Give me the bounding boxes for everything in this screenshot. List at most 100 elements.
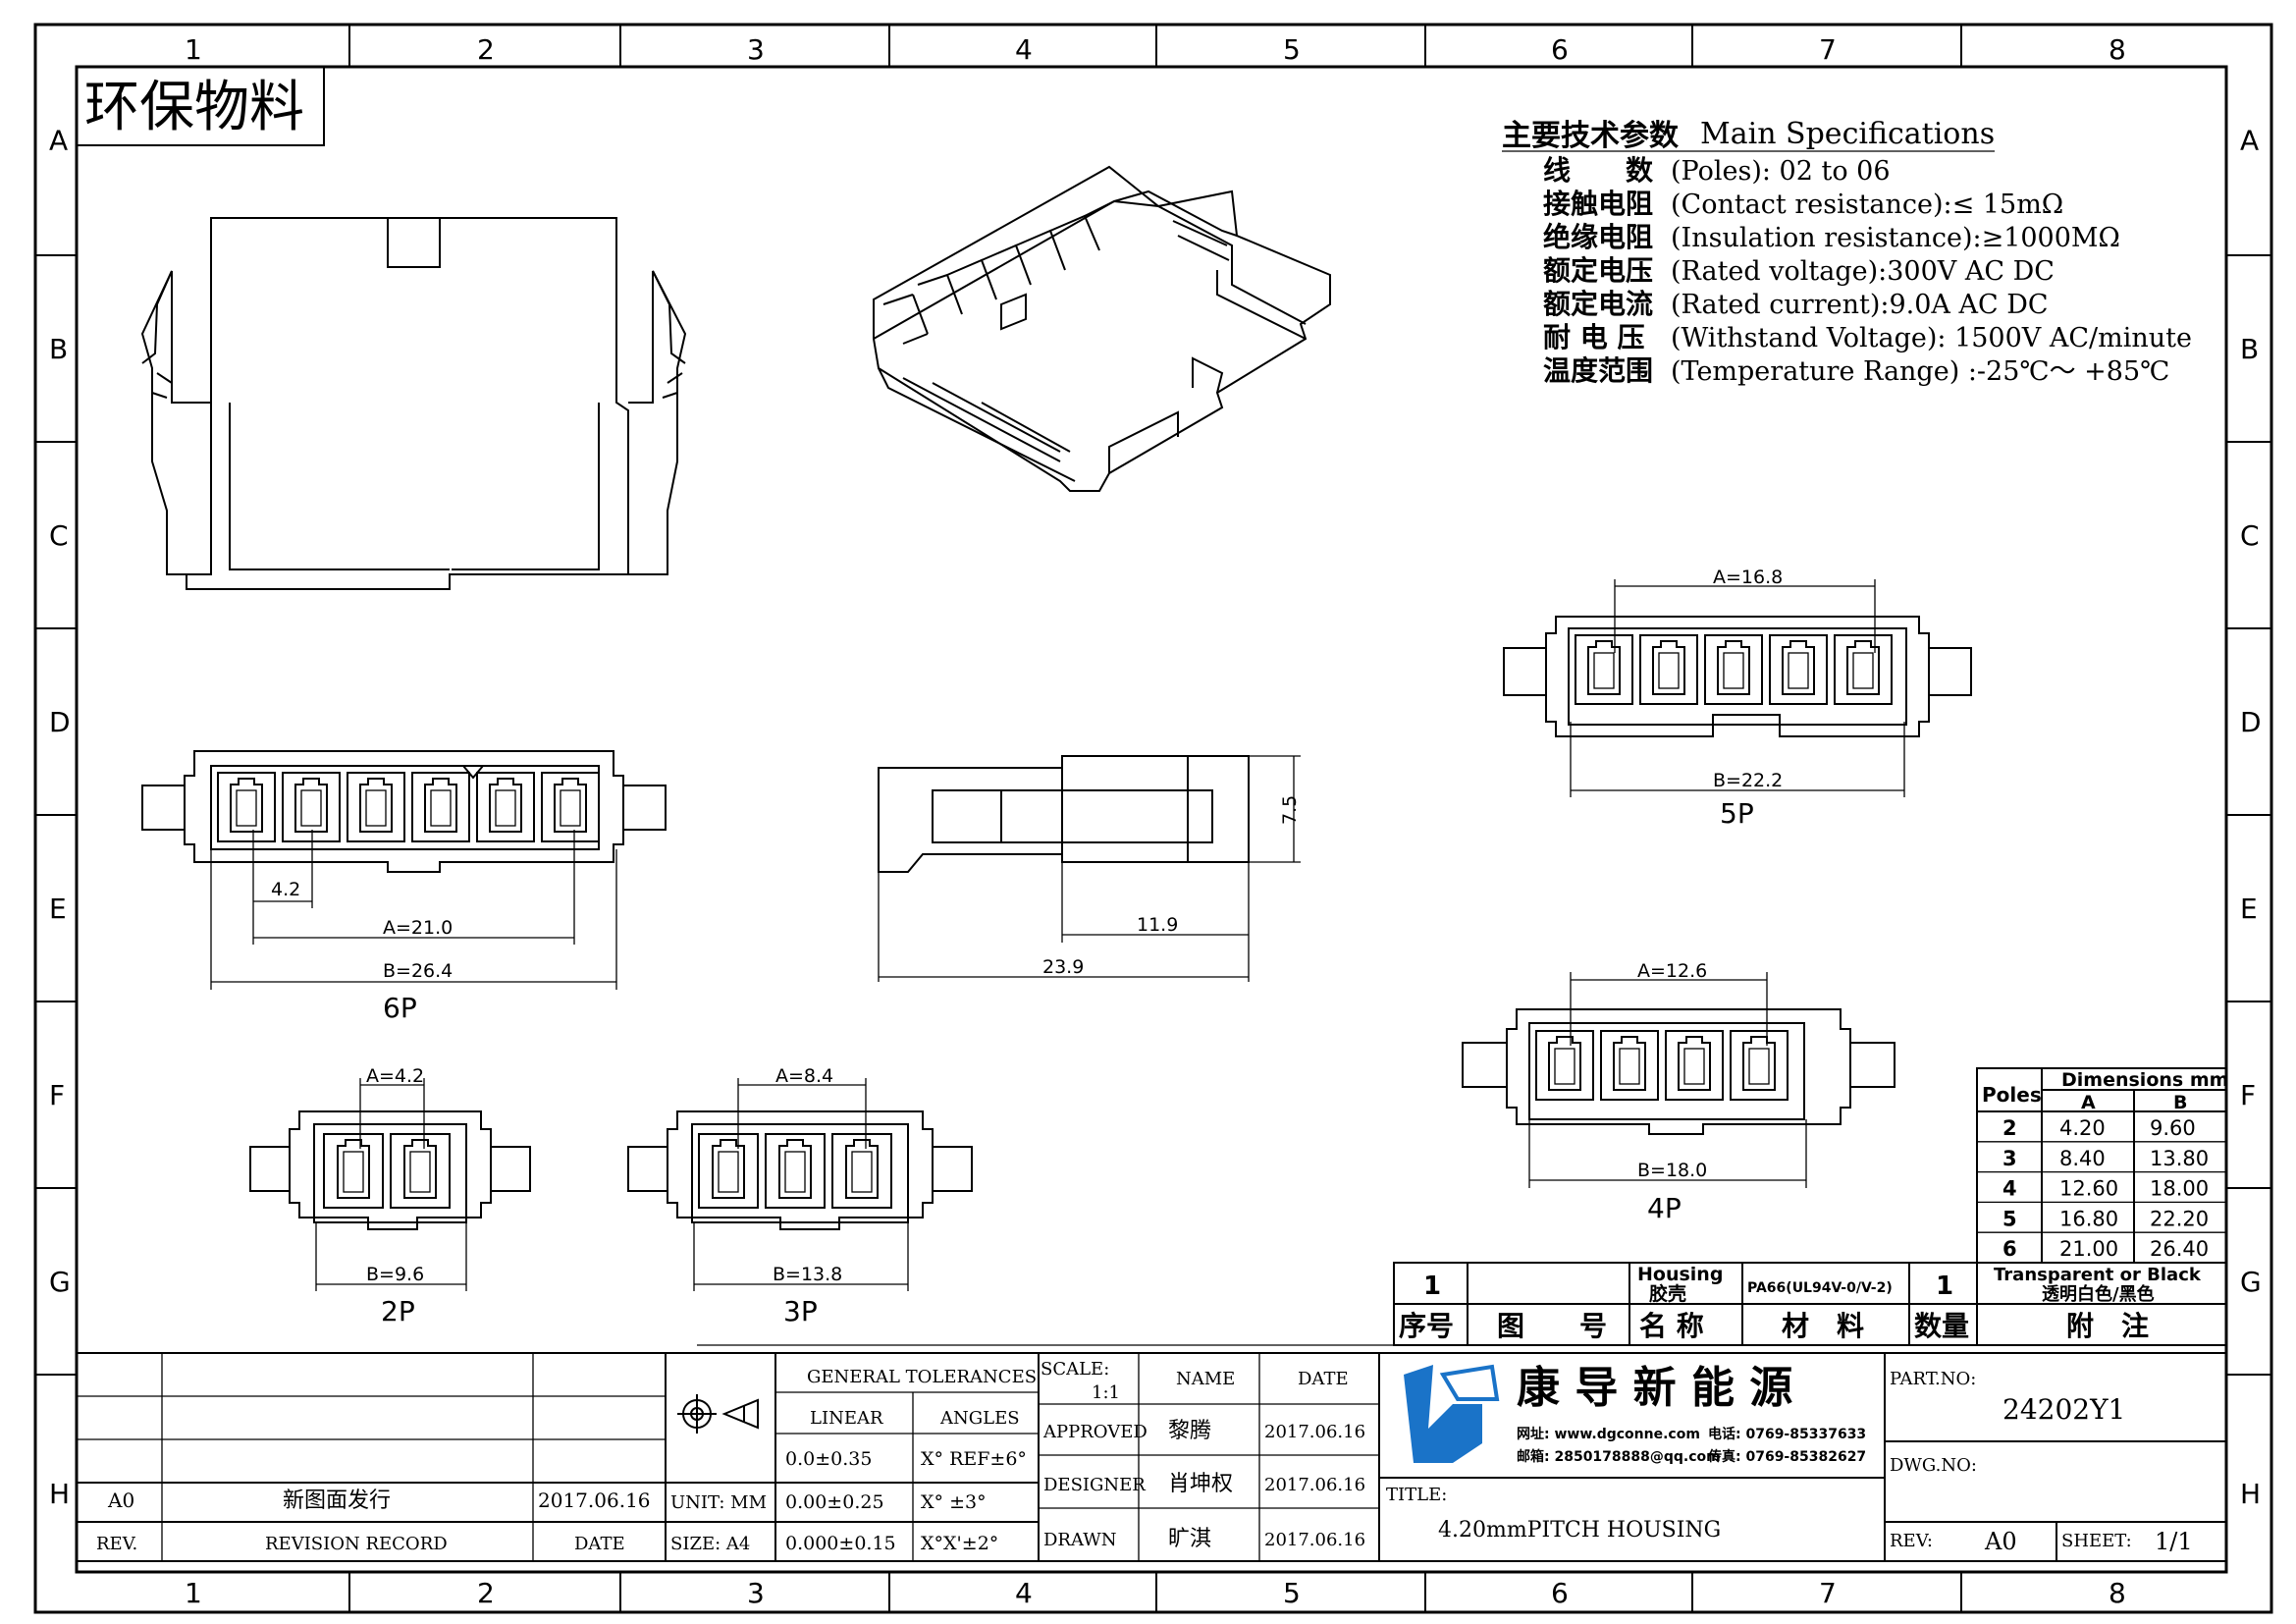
spec-value-en: (Rated current):9.0A AC DC <box>1671 290 2049 320</box>
cavity-inner <box>1723 652 1744 689</box>
title-value: 4.20mmPITCH HOUSING <box>1438 1518 1721 1543</box>
dimtable-b-cell: 9.60 <box>2150 1116 2196 1140</box>
date-header: DATE <box>574 1534 625 1554</box>
cavity-terminal <box>1652 640 1685 695</box>
frame-row-label: E <box>2240 893 2258 925</box>
spec-label-cn: 额定电流 <box>1543 288 1653 320</box>
dimtable-b-cell: 13.80 <box>2150 1147 2209 1170</box>
spec-value-en: (Withstand Voltage): 1500V AC/minute <box>1671 323 2192 353</box>
cavity-terminal <box>1613 1036 1646 1091</box>
dimtable-a-cell: 4.20 <box>2059 1116 2106 1140</box>
connector-6p-dims <box>210 830 617 990</box>
bom-name-en: Housing <box>1637 1264 1723 1285</box>
dim-side-len2: 23.9 <box>1042 956 1084 978</box>
specifications: 主要技术参数 Main Specifications 线 数(Poles): 0… <box>1502 117 2192 387</box>
connector-6p-drawing <box>141 750 667 873</box>
cavity-inner <box>495 789 516 827</box>
bom-header-note: 附 注 <box>2066 1310 2149 1342</box>
frame-col-label: 3 <box>747 1577 765 1609</box>
approval-role: APPROVED <box>1042 1422 1148 1442</box>
cavity-terminal <box>403 1139 437 1199</box>
dimtable-poles-cell: 5 <box>2002 1207 2017 1230</box>
cavity <box>1639 634 1698 705</box>
dimtable-poles-header: Poles <box>1982 1083 2042 1107</box>
title-label: TITLE: <box>1386 1485 1447 1505</box>
bom-header-drawing: 图 号 <box>1497 1310 1607 1342</box>
dim-5p-a: A=16.8 <box>1713 567 1783 588</box>
cavity-terminal <box>845 1139 879 1199</box>
frame-col-label: 1 <box>185 1577 202 1609</box>
spec-label-cn: 绝缘电阻 <box>1543 221 1653 253</box>
cavity-inner <box>851 1151 873 1193</box>
cavity-terminal <box>1587 640 1621 695</box>
cavity-inner <box>365 789 387 827</box>
outer-frame <box>33 23 2273 1614</box>
approval-name: 黎腾 <box>1168 1419 1211 1443</box>
spec-heading-cn: 主要技术参数 <box>1502 119 1680 153</box>
cavity-terminal <box>1678 1036 1711 1091</box>
bom-no: 1 <box>1423 1272 1441 1301</box>
part-no: 24202Y1 <box>2002 1393 2125 1426</box>
frame-row-label: F <box>49 1079 65 1111</box>
sheet-label: SHEET: <box>2061 1531 2132 1551</box>
frame-row-label: E <box>49 893 67 925</box>
frame-col-label: 7 <box>1819 33 1837 66</box>
dimtable-a-cell: 8.40 <box>2059 1147 2106 1170</box>
scale-value: 1:1 <box>1092 1382 1120 1403</box>
tolerances-angles: ANGLES <box>939 1408 1020 1429</box>
connector-5p-dims <box>1570 579 1905 797</box>
size-label: SIZE: A4 <box>670 1534 750 1554</box>
dimtable-a-cell: 21.00 <box>2059 1237 2118 1261</box>
frame-col-label: 4 <box>1015 1577 1033 1609</box>
approval-name: 旷淇 <box>1168 1527 1211 1551</box>
frame-row-label: H <box>2240 1478 2261 1510</box>
tolerance-angle-value: X°X'±2° <box>921 1533 998 1554</box>
cavity-inner <box>718 1151 739 1193</box>
bom-header-name: 名 称 <box>1639 1310 1704 1342</box>
cavity-terminal <box>1717 640 1750 695</box>
spec-label-cn: 温度范围 <box>1543 354 1653 387</box>
spec-heading-en: Main Specifications <box>1700 117 1995 151</box>
approval-date: 2017.06.16 <box>1264 1530 1365 1550</box>
cavity-terminal <box>424 778 457 833</box>
frame-col-label: 6 <box>1551 33 1569 66</box>
frame-row-label: H <box>49 1478 70 1510</box>
frame-col-label: 7 <box>1819 1577 1837 1609</box>
connector-4p-dims <box>1528 972 1807 1188</box>
spec-label-cn: 线 数 <box>1543 154 1654 187</box>
tolerances-linear: LINEAR <box>810 1408 883 1429</box>
dimtable-poles-cell: 2 <box>2002 1116 2017 1140</box>
cavity <box>1535 1030 1594 1101</box>
dimtable-col-b: B <box>2173 1092 2187 1113</box>
bom-name-cn: 胶壳 <box>1649 1282 1686 1305</box>
cavity <box>1665 1030 1724 1101</box>
rev-row-date: 2017.06.16 <box>538 1489 651 1512</box>
frame-row-label: C <box>2240 519 2260 552</box>
frame-row-label: B <box>2240 333 2259 365</box>
bom-header-no: 序号 <box>1399 1310 1454 1342</box>
spec-value-en: (Rated voltage):300V AC DC <box>1671 256 2055 287</box>
cavity <box>1704 634 1763 705</box>
sheet-value: 1/1 <box>2155 1528 2193 1555</box>
bom-qty: 1 <box>1936 1272 1953 1301</box>
cavity-inner <box>430 789 452 827</box>
dim-side-height: 7.5 <box>1279 795 1301 825</box>
unit-label: UNIT: MM <box>670 1492 767 1513</box>
dim-2p-a: A=4.2 <box>366 1065 424 1087</box>
tolerance-angle-value: X° REF±6° <box>921 1448 1027 1470</box>
cavity <box>698 1133 759 1209</box>
company-tel: 电话: 0769-85337633 <box>1708 1426 1866 1442</box>
frame-row-label: G <box>2240 1266 2262 1298</box>
dim-3p-a: A=8.4 <box>775 1065 833 1087</box>
bom-header-qty: 数量 <box>1914 1310 1969 1342</box>
frame-col-label: 3 <box>747 33 765 66</box>
approval-role: DRAWN <box>1043 1530 1117 1550</box>
dim-5p-b: B=22.2 <box>1713 770 1783 791</box>
cavity <box>1600 1030 1659 1101</box>
frame-row-label: A <box>2240 125 2259 157</box>
cavity <box>282 772 341 842</box>
tolerances-title: GENERAL TOLERANCES <box>807 1367 1037 1387</box>
connector-2p-drawing <box>249 1110 531 1230</box>
dim-4p-a: A=12.6 <box>1637 960 1707 982</box>
